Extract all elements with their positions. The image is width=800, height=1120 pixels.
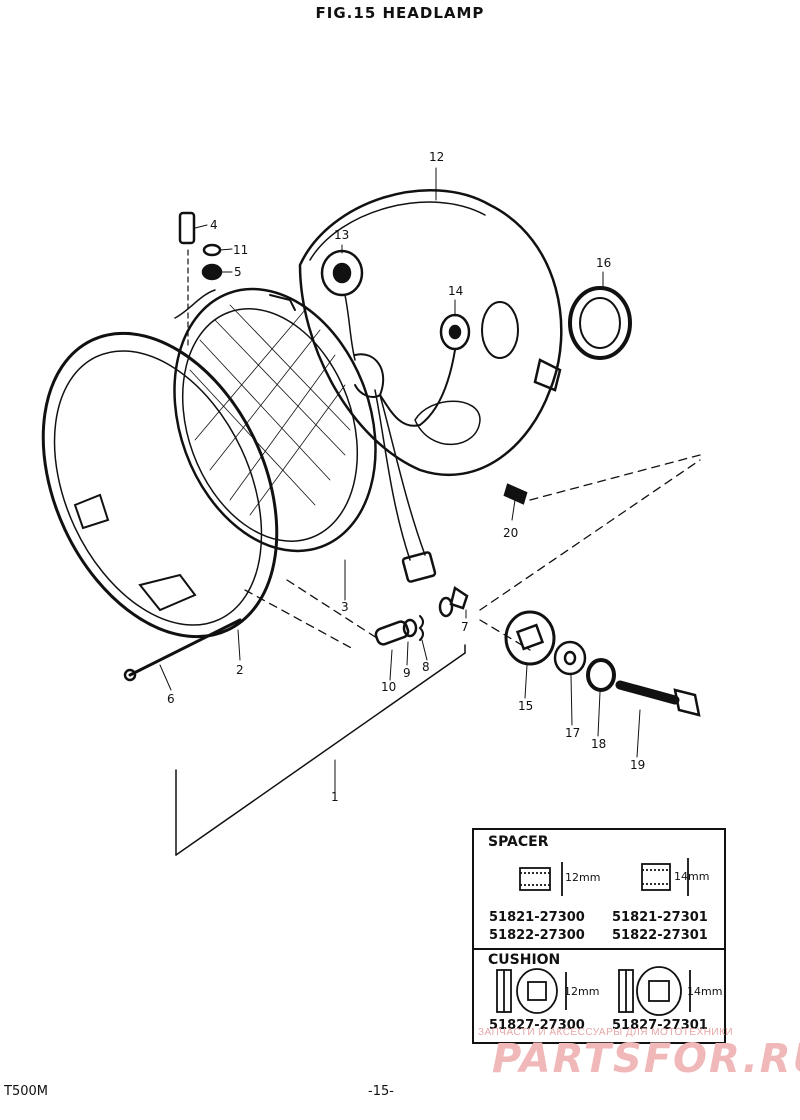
- mount-grommet-15: [504, 610, 556, 666]
- callout-10: 10: [381, 680, 397, 694]
- spacer-14mm-icon: [641, 858, 689, 896]
- cushion-14mm-part: 51827-27301: [612, 1018, 708, 1033]
- sealed-beam-unit: [173, 287, 437, 583]
- callout-13: 13: [334, 228, 350, 242]
- screw-20: [503, 483, 528, 505]
- screw-6: [123, 618, 242, 682]
- spacer-dim-14mm: 14mm: [674, 870, 710, 883]
- spacer-12mm-part-2: 51822-27300: [489, 928, 585, 943]
- assembly-bracket-1: [175, 644, 466, 856]
- callout-5: 5: [234, 265, 242, 279]
- spacer-12mm-icon: [519, 862, 563, 896]
- spacer-heading: SPACER: [488, 834, 549, 850]
- callout-19: 19: [630, 758, 646, 772]
- spacer-dim-12mm: 12mm: [565, 871, 601, 884]
- nut-5: [201, 263, 223, 281]
- callout-7: 7: [461, 620, 469, 634]
- watermark-logo: PARTSFOR.RU: [492, 1036, 800, 1082]
- page-number: -15-: [368, 1084, 394, 1099]
- spacer-17: [553, 640, 587, 676]
- callout-9: 9: [403, 666, 411, 680]
- spacer-cushion-legend: [472, 828, 726, 1044]
- cushion-14mm-icon: [618, 966, 691, 1016]
- callout-4: 4: [210, 218, 218, 232]
- cushion-dim-14mm: 14mm: [687, 985, 723, 998]
- callout-18: 18: [591, 737, 607, 751]
- cushion-12mm-part: 51827-27300: [489, 1018, 585, 1033]
- ring-16: [568, 286, 632, 360]
- washer-18: [586, 658, 616, 692]
- spacer-14mm-part-1: 51821-27301: [612, 910, 708, 925]
- callout-2: 2: [236, 663, 244, 677]
- model-code: T500M: [4, 1084, 48, 1099]
- bolt-19: [615, 680, 701, 717]
- callout-8: 8: [422, 660, 430, 674]
- headlamp-rim: [41, 289, 296, 639]
- callout-20: 20: [503, 526, 519, 540]
- cushion-dim-12mm: 12mm: [564, 985, 600, 998]
- callout-16: 16: [596, 256, 612, 270]
- callout-17: 17: [565, 726, 581, 740]
- spacer-14mm-part-2: 51822-27301: [612, 928, 708, 943]
- cushion-heading: CUSHION: [488, 952, 561, 968]
- cushion-12mm-icon: [496, 968, 567, 1014]
- callout-3: 3: [341, 600, 349, 614]
- washer-11: [202, 243, 222, 257]
- callout-12: 12: [429, 150, 445, 164]
- callout-14: 14: [448, 284, 464, 298]
- legend-divider: [472, 948, 726, 950]
- adjuster-set: [374, 585, 469, 646]
- callout-1: 1: [331, 790, 339, 804]
- callout-15: 15: [518, 699, 534, 713]
- spacer-12mm-part-1: 51821-27300: [489, 910, 585, 925]
- callout-11: 11: [233, 243, 249, 257]
- figure-title: FIG.15 HEADLAMP: [315, 4, 485, 22]
- watermark-tagline: ЗАПЧАСТИ И АКСЕССУАРЫ ДЛЯ МОТОТЕХНИКИ: [478, 1027, 734, 1038]
- callout-6: 6: [167, 692, 175, 706]
- screw-4: [178, 211, 196, 245]
